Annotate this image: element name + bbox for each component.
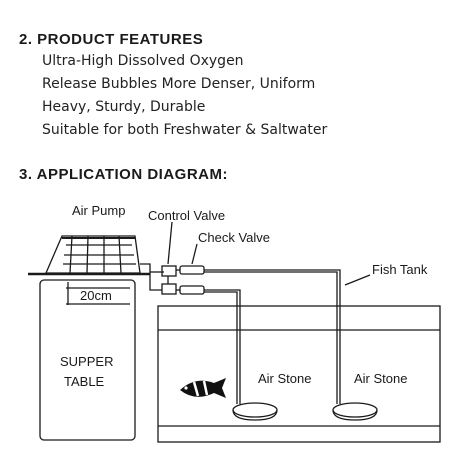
label-height: 20cm (80, 288, 112, 303)
air-line-2 (204, 269, 341, 404)
feature-item: Ultra-High Dissolved Oxygen (42, 53, 244, 69)
air-pump (28, 235, 150, 276)
feature-item: Heavy, Sturdy, Durable (42, 99, 206, 115)
air-tube (140, 263, 162, 291)
fish-tank (157, 274, 441, 443)
feature-item: Release Bubbles More Denser, Uniform (42, 76, 316, 92)
features-title: 2. PRODUCT FEATURES (19, 31, 204, 48)
label-air-pump: Air Pump (72, 203, 125, 218)
diagram-title: 3. APPLICATION DIAGRAM: (19, 166, 228, 183)
label-fish-tank: Fish Tank (372, 262, 428, 277)
label-air-stone-2: Air Stone (354, 371, 407, 386)
check-valve (176, 265, 205, 295)
air-stone-left (232, 402, 278, 421)
label-check-valve: Check Valve (198, 230, 270, 245)
supper-table (39, 279, 136, 441)
height-dimension (66, 282, 130, 305)
air-stone-right (332, 402, 378, 421)
label-table-line2: TABLE (64, 374, 105, 389)
control-valve (161, 265, 177, 295)
label-air-stone-1: Air Stone (258, 371, 311, 386)
label-table-line1: SUPPER (60, 354, 113, 369)
air-line-1 (204, 289, 241, 404)
label-control-valve: Control Valve (148, 208, 225, 223)
fish-icon (180, 378, 226, 398)
feature-item: Suitable for both Freshwater & Saltwater (42, 122, 328, 138)
